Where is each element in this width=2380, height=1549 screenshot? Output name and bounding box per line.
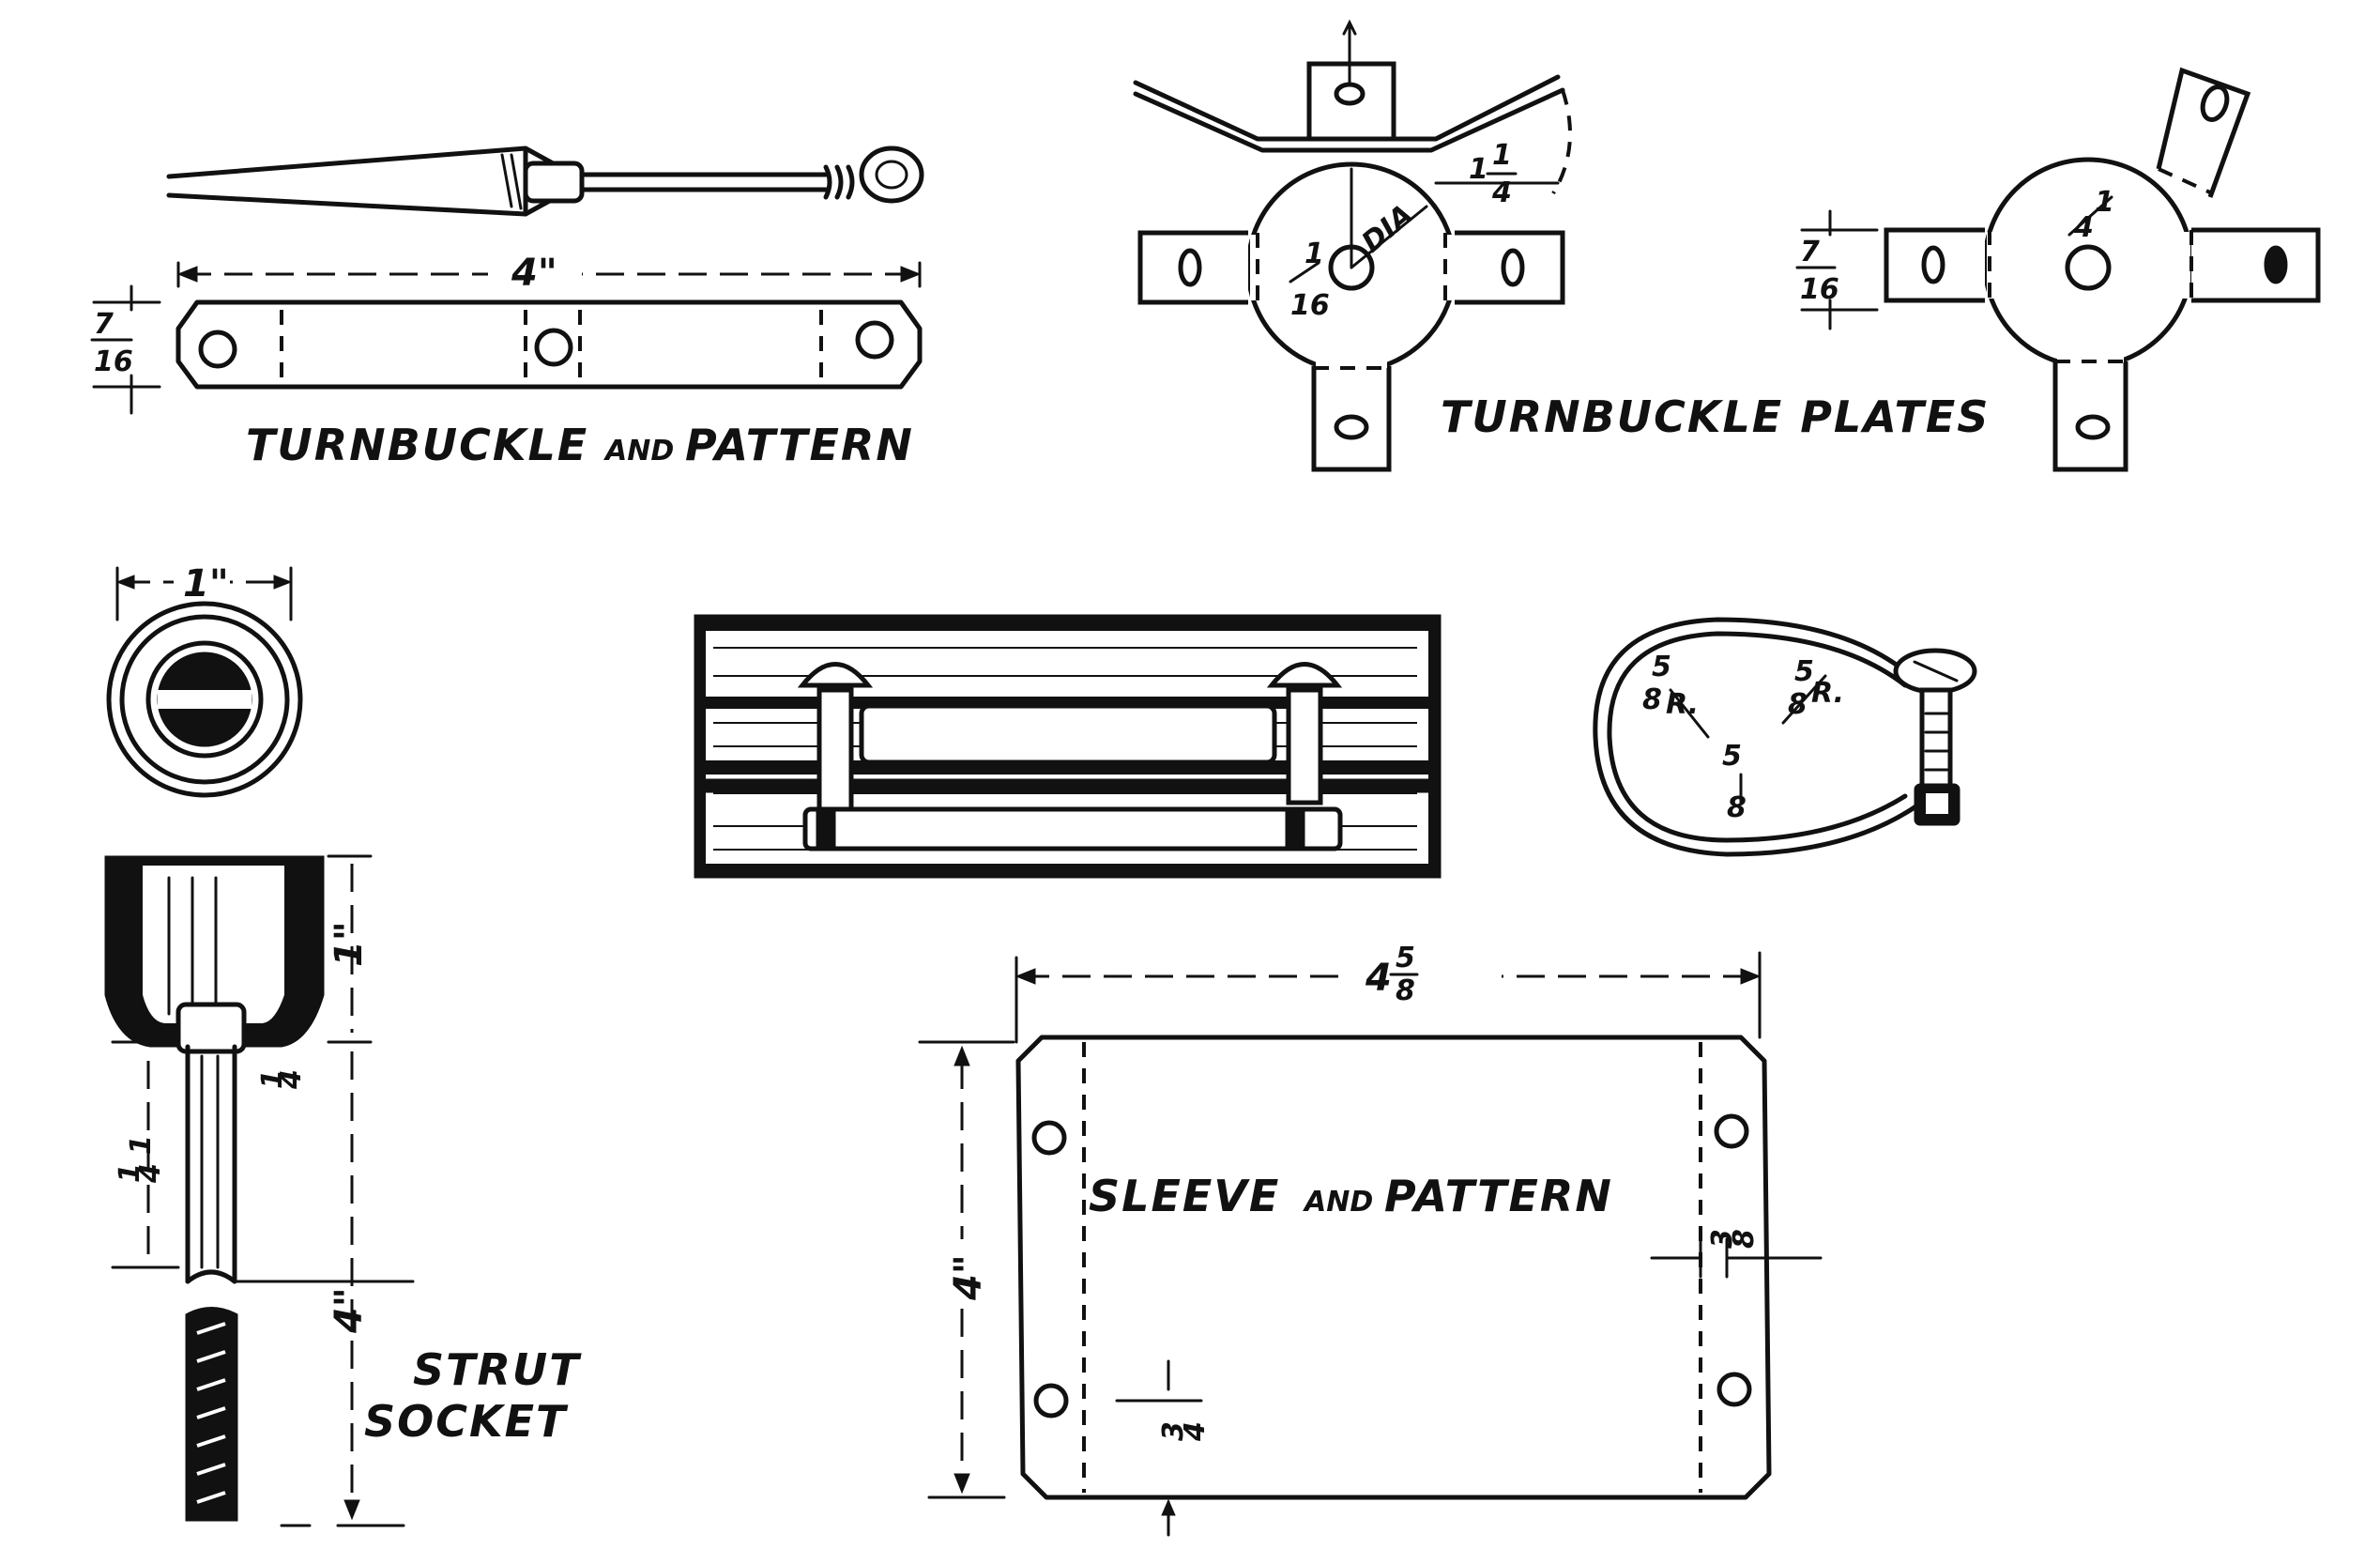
bolt-len-numerator: 1	[256, 1069, 289, 1089]
sleeve-label-pattern: PATTERN	[1384, 1171, 1613, 1221]
strut-label: STRUT	[413, 1344, 582, 1395]
turnbuckle-pattern-drawing: 4" 7 16	[90, 246, 923, 415]
sleeve-pattern-drawing: 4 5 8 4" 3 8 3 4	[918, 942, 1823, 1537]
turnbuckle-label-and: AND	[603, 435, 674, 468]
plate-arc-whole: 1	[1469, 153, 1488, 186]
plate2-hole-numerator: 1	[2095, 186, 2114, 219]
sleeve-label-and: AND	[1303, 1186, 1373, 1219]
turnbuckle-label-pattern: PATTERN	[685, 420, 914, 470]
turnbuckle-drawing	[166, 146, 924, 217]
stem-numerator: 1	[114, 1163, 146, 1183]
sleeve-width-whole: 4	[1365, 957, 1392, 1000]
clamp-r1-suffix: R.	[1666, 688, 1699, 721]
sleeve-width-numerator: 5	[1396, 942, 1415, 974]
plate2-hole-denominator: 4	[2073, 211, 2094, 244]
clamp-r2-numerator: 5	[1794, 655, 1814, 688]
stem-denominator: 4	[134, 1163, 167, 1184]
clamp-r3-denominator: 8	[1727, 791, 1747, 824]
clamp-r1-numerator: 5	[1652, 651, 1671, 683]
turnbuckle-plate-bent: 1 4 7 16	[1795, 67, 2321, 472]
socket-dia-label: 1"	[183, 562, 229, 606]
strut-socket-top-view: 1"	[106, 559, 303, 798]
plate2-width-denominator: 16	[1800, 273, 1839, 306]
plate-arc-denominator: 4	[1491, 176, 1512, 209]
sleeve-width-denominator: 8	[1396, 974, 1415, 1007]
sleeve-height-label: 4"	[947, 1254, 990, 1301]
sleeve-hole-numerator: 3	[1157, 1421, 1190, 1441]
bolt-len-denominator: 4	[275, 1069, 308, 1090]
strut-socket-side-view: 1" 4" 1 1 4 1 4	[104, 854, 415, 1527]
pattern-width-numerator: 7	[94, 308, 114, 341]
plate2-width-numerator: 7	[1800, 236, 1820, 268]
turnbuckle-plates-label: TURNBUCKLE PLATES	[1441, 391, 1990, 442]
socket-total-label: 4"	[328, 1287, 371, 1334]
sleeve-label-first: SLEEVE	[1089, 1171, 1280, 1221]
pattern-length-label: 4"	[511, 252, 557, 295]
clamp-r1-denominator: 8	[1642, 683, 1662, 716]
sleeve-margin-numerator: 3	[1706, 1229, 1739, 1249]
stem-whole: 1	[125, 1135, 158, 1155]
clamp-r3-numerator: 5	[1722, 740, 1742, 773]
sleeve-clamp-end-view: 5 8 R. 5 8 R. 5 8	[1593, 617, 1977, 857]
turnbuckle-plate-flat: 1 1 4 DIA 1 16	[1133, 19, 1572, 472]
pattern-width-denominator: 16	[94, 345, 133, 378]
socket-label: SOCKET	[364, 1396, 569, 1447]
sleeve-margin-denominator: 8	[1728, 1229, 1761, 1249]
sleeve-assembly-view	[694, 614, 1442, 879]
clamp-r2-suffix: R.	[1811, 677, 1844, 710]
clamp-r2-denominator: 8	[1788, 688, 1808, 721]
plate-arc-numerator: 1	[1492, 139, 1512, 172]
socket-depth-label: 1"	[328, 921, 371, 967]
sleeve-hole-denominator: 4	[1179, 1421, 1212, 1442]
plate-hole-denominator: 16	[1290, 289, 1330, 322]
turnbuckle-label-first: TURNBUCKLE	[246, 420, 588, 470]
